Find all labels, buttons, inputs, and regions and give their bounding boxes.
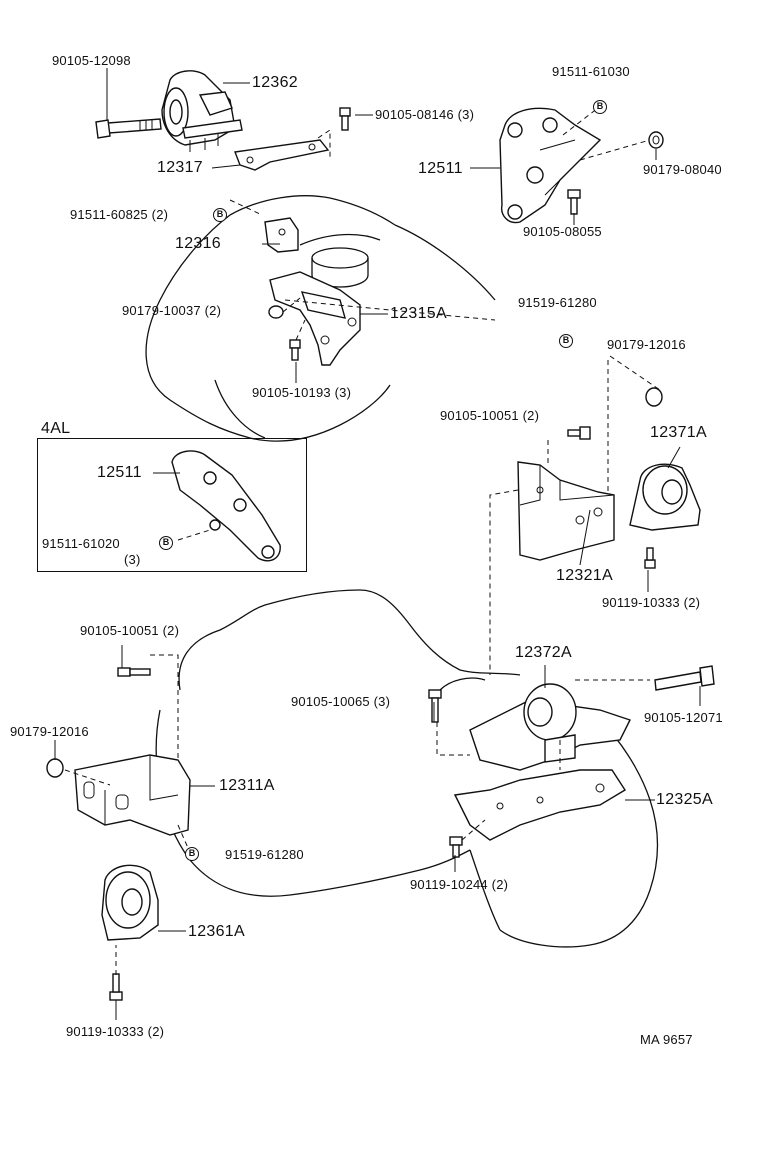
mount-12362-drawing [161, 70, 243, 152]
label-91511-61030: 91511-61030 [552, 64, 630, 79]
figure-code: MA 9657 [640, 1032, 693, 1047]
mount-12372A-drawing [469, 683, 631, 771]
bolt-90119-10333-left-drawing [109, 973, 123, 1001]
label-90105-10051-left: 90105-10051 (2) [80, 623, 180, 638]
bolt-90105-12071-drawing [654, 665, 715, 691]
mount-12371A-drawing [629, 463, 701, 531]
nut-90179-10037-drawing [268, 305, 284, 319]
engine-block-outline [145, 195, 496, 442]
bracket-12321A-drawing [517, 461, 615, 561]
mount-12361A-drawing [101, 864, 159, 941]
bracket-12325A-drawing [453, 769, 626, 841]
label-12511-top: 12511 [418, 160, 463, 177]
label-12371A: 12371A [650, 424, 707, 441]
nut-90179-08040-drawing [648, 131, 664, 149]
label-91511-60825: 91511-60825 (2) [70, 207, 169, 222]
nut-90179-12016-top-drawing [645, 387, 663, 407]
badge-b-91511-61030: B [593, 100, 607, 114]
bolt-90119-10244-drawing [449, 836, 463, 858]
bracket-12317-drawing [234, 129, 331, 171]
label-12362: 12362 [252, 74, 298, 91]
label-90105-10193: 90105-10193 (3) [252, 385, 352, 400]
label-12311A: 12311A [219, 777, 275, 794]
transaxle-outline [155, 589, 659, 948]
bracket-12316-drawing [264, 217, 299, 253]
label-12361A: 12361A [188, 923, 245, 940]
label-91511-61020: 91511-61020 [42, 536, 120, 551]
nut-90179-12016-left-drawing [46, 758, 64, 778]
label-91511-61020-qty: (3) [124, 552, 141, 567]
dashed-assembly-lines [64, 107, 661, 975]
label-90105-10065: 90105-10065 (3) [291, 694, 391, 709]
label-90105-12098: 90105-12098 [52, 53, 131, 68]
bolt-90105-08146-drawing [339, 107, 351, 131]
label-12321A: 12321A [556, 567, 613, 584]
bolt-90105-10193-drawing [289, 339, 301, 361]
bolt-90105-10051-left-drawing [117, 667, 151, 677]
bolt-90105-08055-drawing [567, 189, 581, 215]
label-12325A: 12325A [656, 791, 713, 808]
bolt-90119-10333-right-drawing [644, 547, 656, 569]
label-90105-08146: 90105-08146 (3) [375, 107, 475, 122]
label-90119-10333-right: 90119-10333 (2) [602, 595, 701, 610]
label-90179-10037: 90179-10037 (2) [122, 303, 222, 318]
bracket-12311A-drawing [74, 754, 191, 836]
badge-b-91511-61020: B [159, 536, 173, 550]
label-91519-61280-bottom: 91519-61280 [225, 847, 304, 862]
badge-b-91519-61280-top: B [559, 334, 573, 348]
label-91519-61280-top: 91519-61280 [518, 295, 597, 310]
label-12317: 12317 [157, 159, 203, 176]
leader-lines [54, 68, 701, 1020]
label-12511-inset: 12511 [97, 464, 142, 481]
bolt-90105-10065-drawing [428, 689, 442, 723]
inset-title: 4AL [41, 420, 71, 437]
label-90119-10244: 90119-10244 (2) [410, 877, 509, 892]
bolt-90105-10051-right-drawing [567, 426, 591, 440]
bracket-12511-top-drawing [499, 107, 651, 224]
label-90179-12016-top: 90179-12016 [607, 337, 686, 352]
label-90105-10051-right: 90105-10051 (2) [440, 408, 540, 423]
bracket-12511-inset-drawing [171, 450, 281, 562]
label-90179-12016-left: 90179-12016 [10, 724, 89, 739]
badge-b-91519-61280-bottom: B [185, 847, 199, 861]
bracket-12315A-drawing [269, 271, 361, 366]
label-12315A: 12315A [390, 305, 447, 322]
label-90105-12071: 90105-12071 [644, 710, 723, 725]
badge-b-91511-60825: B [213, 208, 227, 222]
label-90105-08055: 90105-08055 [523, 224, 602, 239]
inset-4al-frame [37, 438, 307, 572]
label-12372A: 12372A [515, 644, 572, 661]
label-90119-10333-left: 90119-10333 (2) [66, 1024, 165, 1039]
label-90179-08040: 90179-08040 [643, 162, 722, 177]
bolt-90105-12098-drawing [95, 118, 162, 139]
label-12316: 12316 [175, 235, 221, 252]
